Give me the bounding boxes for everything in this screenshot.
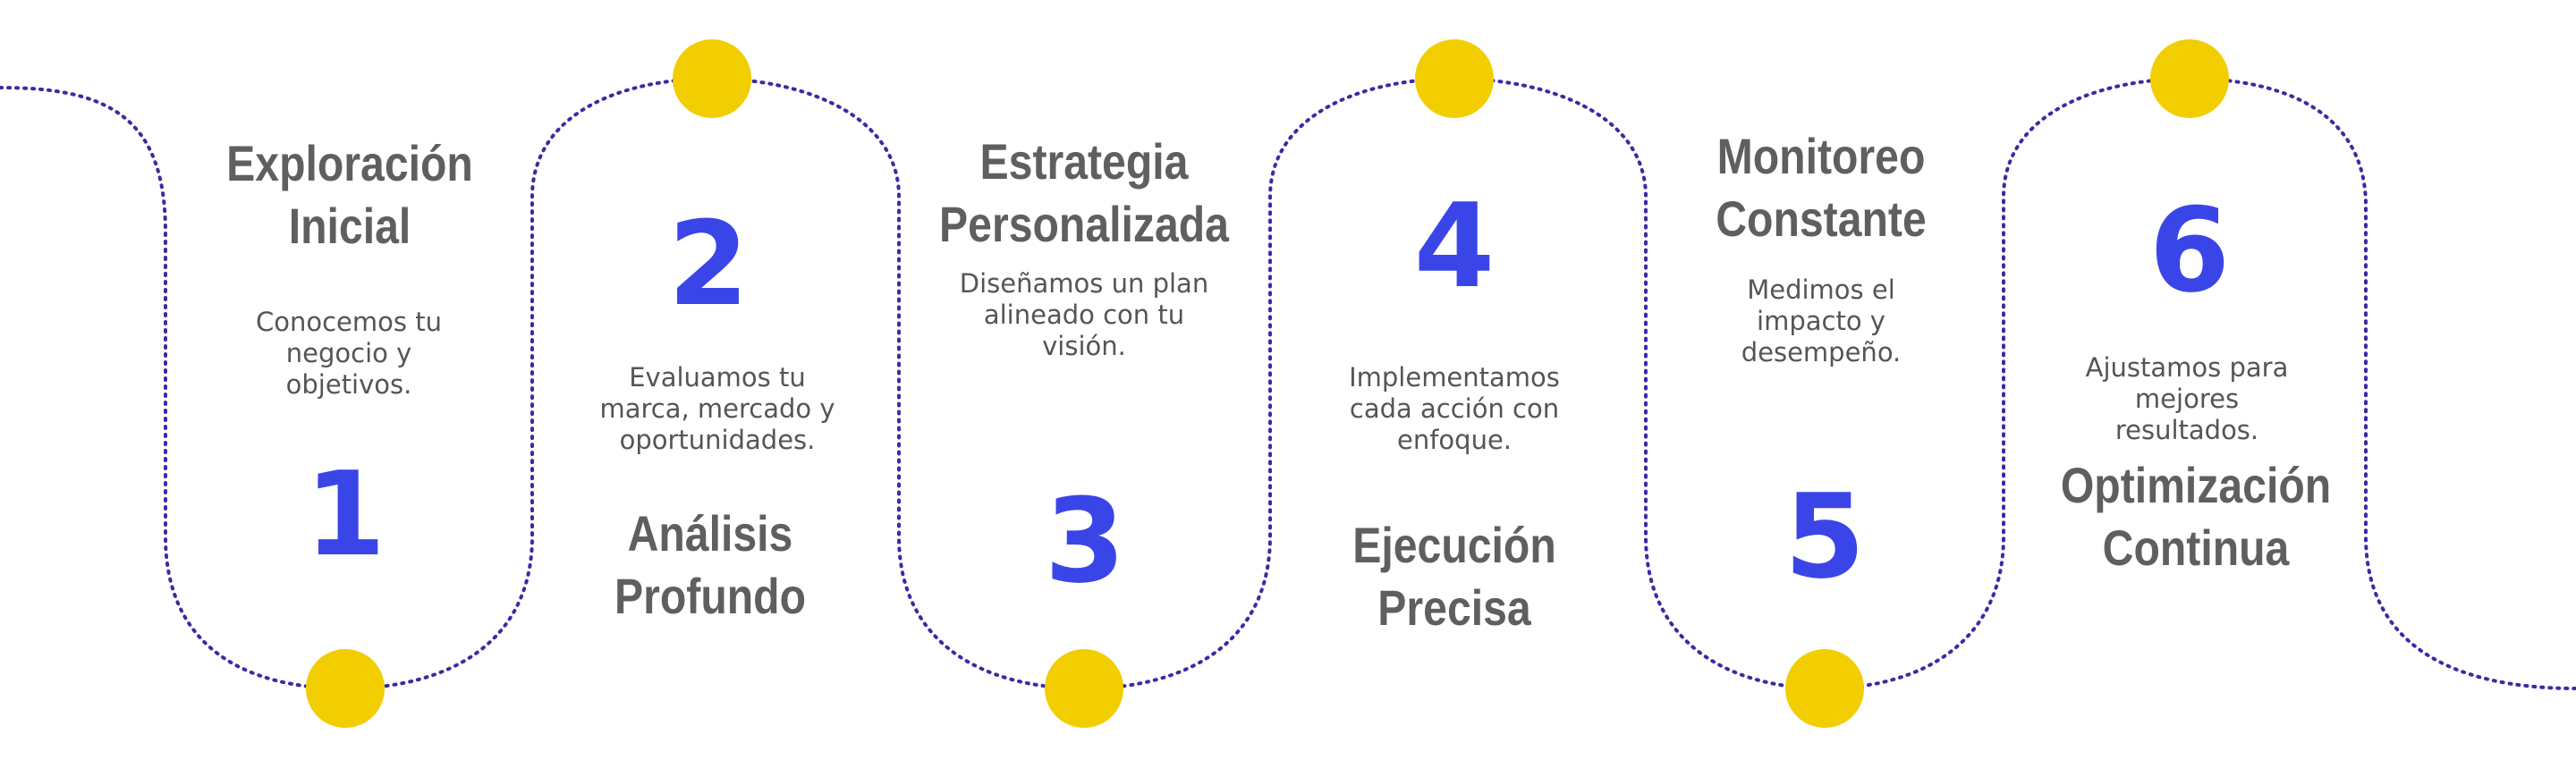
step-2-title-line-1: Análisis bbox=[627, 505, 793, 562]
step-5-title-line-2: Constante bbox=[1716, 190, 1927, 247]
step-3-description: Diseñamos un plan alineado con tu visión… bbox=[954, 268, 1214, 362]
dotted-connector-path bbox=[0, 76, 2576, 691]
step-3-title-line-2: Personalizada bbox=[939, 196, 1229, 252]
step-6-description: Ajustamos para mejores resultados. bbox=[2057, 352, 2317, 446]
step-3-title: Estrategia Personalizada bbox=[938, 131, 1231, 256]
step-1-number: 1 bbox=[304, 446, 386, 582]
step-5-title-line-1: Monitoreo bbox=[1716, 128, 1926, 184]
step-1-title: Exploración Inicial bbox=[204, 132, 496, 258]
step-6-desc-line-2: mejores bbox=[2134, 384, 2240, 414]
step-5-desc-line-2: impacto y bbox=[1757, 306, 1885, 336]
step-4-desc-line-2: cada acción con bbox=[1349, 393, 1560, 424]
step-1-description: Conocemos tu negocio y objetivos. bbox=[219, 307, 479, 401]
step-2-marker bbox=[673, 39, 751, 118]
step-6-desc-line-3: resultados. bbox=[2114, 415, 2259, 445]
step-5-desc-line-3: desempeño. bbox=[1741, 337, 1902, 367]
step-5-desc-line-1: Medimos el bbox=[1747, 274, 1895, 305]
step-1-desc-line-3: objetivos. bbox=[285, 369, 412, 400]
step-1-desc-line-2: negocio y bbox=[285, 338, 412, 368]
step-4-title: Ejecución Precisa bbox=[1309, 514, 1601, 639]
step-4-desc-line-1: Implementamos bbox=[1349, 362, 1560, 393]
step-3-marker bbox=[1045, 649, 1123, 728]
step-6-title-line-2: Continua bbox=[2102, 519, 2290, 576]
step-1-marker bbox=[306, 649, 385, 728]
step-4-desc-line-3: enfoque. bbox=[1396, 425, 1513, 455]
step-6-desc-line-1: Ajustamos para bbox=[2085, 352, 2289, 383]
step-6-number: 6 bbox=[2148, 182, 2231, 318]
step-4-description: Implementamos cada acción con enfoque. bbox=[1325, 362, 1584, 456]
step-2-desc-line-2: marca, mercado y bbox=[599, 393, 835, 424]
step-5-description: Medimos el impacto y desempeño. bbox=[1691, 274, 1951, 368]
step-4-number: 4 bbox=[1413, 178, 1496, 314]
step-6-title: Optimización Continua bbox=[2050, 454, 2343, 579]
step-3-desc-line-2: alineado con tu bbox=[983, 300, 1185, 330]
step-5-number: 5 bbox=[1784, 469, 1866, 604]
step-1-desc-line-1: Conocemos tu bbox=[256, 307, 442, 337]
step-4-title-line-1: Ejecución bbox=[1352, 517, 1556, 573]
step-5-marker bbox=[1785, 649, 1864, 728]
step-6-marker bbox=[2150, 39, 2229, 118]
step-2-number: 2 bbox=[667, 196, 750, 332]
step-2-desc-line-3: oportunidades. bbox=[619, 425, 816, 455]
step-1-title-line-1: Exploración bbox=[226, 135, 473, 191]
step-4-marker bbox=[1415, 39, 1494, 118]
step-1-title-line-2: Inicial bbox=[288, 198, 411, 254]
step-4-title-line-2: Precisa bbox=[1377, 579, 1531, 636]
step-2-description: Evaluamos tu marca, mercado y oportunida… bbox=[588, 362, 847, 456]
step-5-title: Monitoreo Constante bbox=[1675, 125, 1968, 250]
step-3-desc-line-3: visión. bbox=[1042, 331, 1126, 361]
step-3-title-line-1: Estrategia bbox=[979, 133, 1189, 190]
step-2-desc-line-1: Evaluamos tu bbox=[629, 362, 806, 393]
step-3-number: 3 bbox=[1044, 473, 1126, 609]
step-2-title-line-2: Profundo bbox=[614, 568, 806, 624]
step-2-title: Análisis Profundo bbox=[564, 502, 857, 628]
step-3-desc-line-1: Diseñamos un plan bbox=[959, 268, 1209, 299]
step-6-title-line-1: Optimización bbox=[2060, 457, 2332, 513]
